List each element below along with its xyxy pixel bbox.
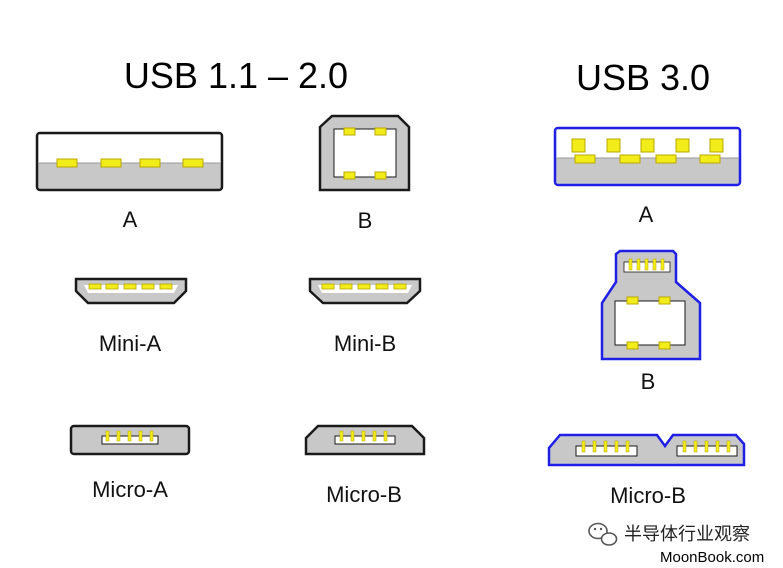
mini-b-connector: [308, 277, 422, 305]
label-usb3-micro-b: Micro-B: [610, 483, 686, 508]
watermark-channel: 半导体行业观察: [624, 524, 750, 545]
label-usb3-b: B: [641, 369, 656, 394]
usb3-micro-b-connector: [547, 433, 746, 467]
micro-a-connector: [69, 424, 191, 456]
usb2-type-a-connector: [35, 131, 224, 192]
usb3-type-b-connector: [600, 249, 702, 361]
heading-usb3: USB 3.0: [576, 57, 710, 98]
wechat-icon: [588, 522, 618, 546]
micro-b-connector: [304, 424, 426, 456]
label-usb2-b: B: [358, 208, 373, 233]
heading-usb2: USB 1.1 – 2.0: [124, 55, 348, 96]
label-usb2-a: A: [123, 207, 138, 232]
usb3-type-a-connector: [553, 126, 742, 187]
label-usb3-a: A: [639, 202, 654, 227]
label-micro-b: Micro-B: [326, 482, 402, 507]
watermark-site: MoonBook.com: [660, 549, 764, 566]
label-mini-b: Mini-B: [334, 331, 396, 356]
label-mini-a: Mini-A: [99, 331, 162, 356]
label-micro-a: Micro-A: [92, 477, 168, 502]
usb2-type-b-connector: [318, 114, 411, 192]
mini-a-connector: [74, 277, 188, 305]
